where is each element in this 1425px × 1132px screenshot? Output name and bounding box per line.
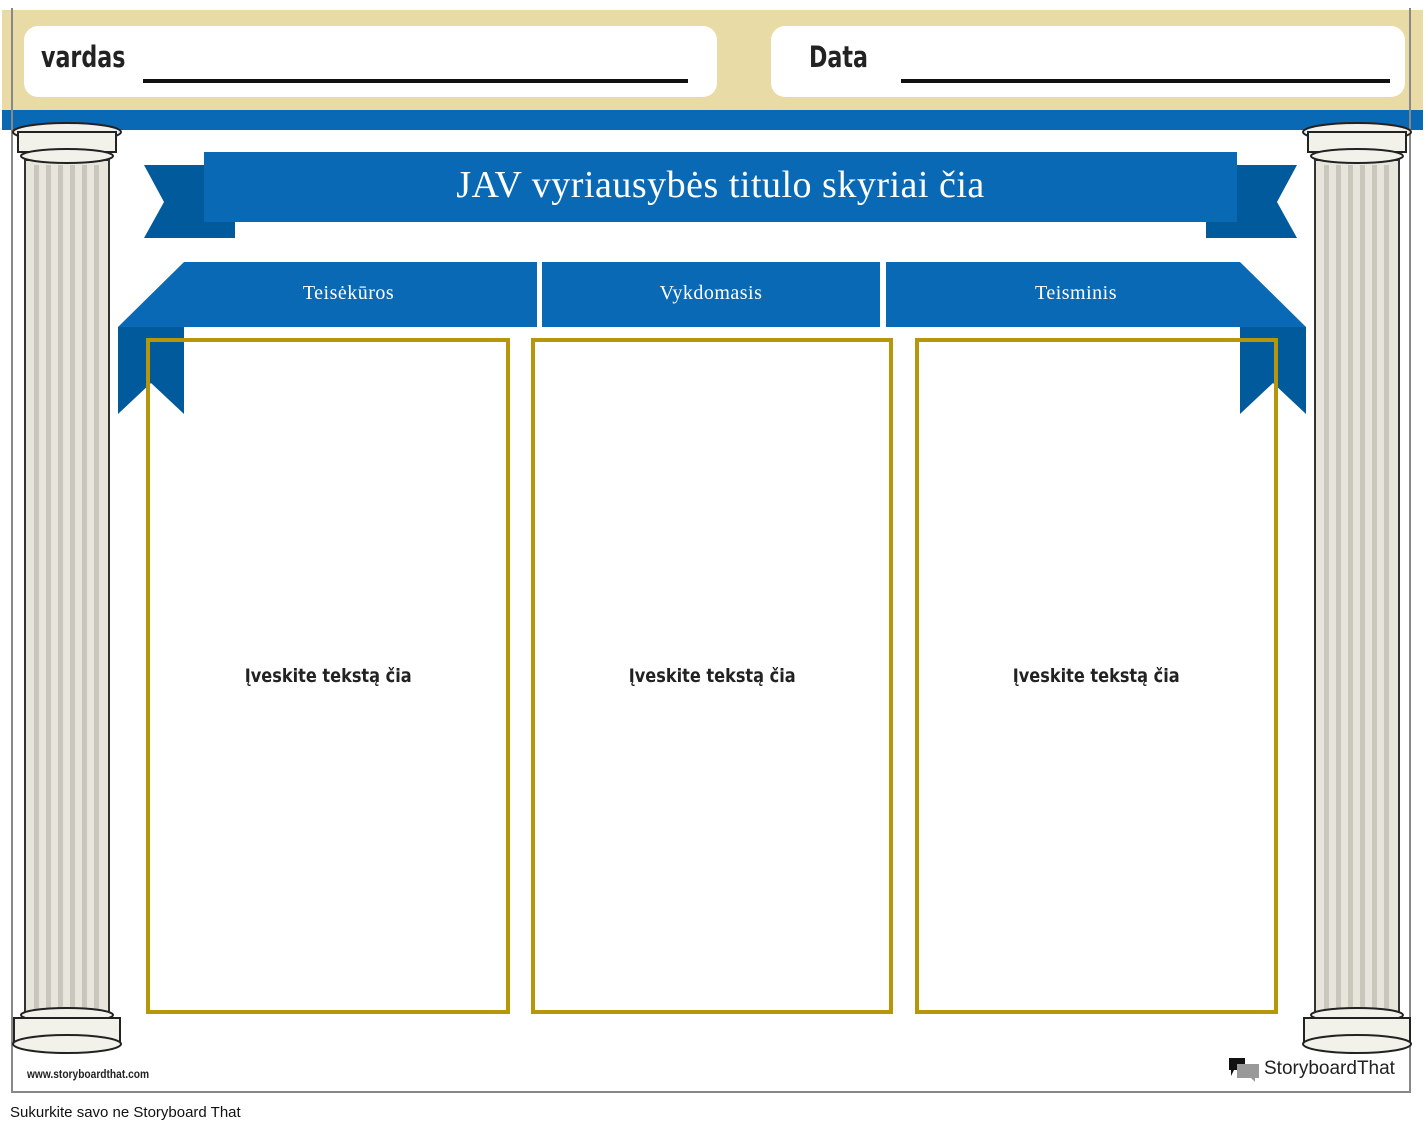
name-field[interactable]: vardas	[24, 26, 717, 97]
placeholder-text: Įveskite tekstą čia	[244, 665, 412, 687]
name-line	[143, 79, 688, 83]
column-heading-legislative: Teisėkūros	[302, 281, 395, 304]
logo-text: StoryboardThat	[1264, 1058, 1395, 1079]
storyboardthat-logo: StoryboardThat	[1227, 1056, 1395, 1082]
footer-caption[interactable]: Sukurkite savo ne Storyboard That	[10, 1104, 241, 1121]
text-box-legislative[interactable]: Įveskite tekstą čia	[146, 338, 510, 1014]
column-heading-judicial: Teisminis	[1035, 281, 1117, 304]
website-link[interactable]: www.storyboardthat.com	[27, 1067, 150, 1081]
date-label: Data	[809, 40, 868, 74]
blue-stripe	[2, 110, 1423, 130]
worksheet-frame	[11, 8, 1411, 1093]
worksheet-title: JAV vyriausybės titulo skyriai čia	[456, 164, 985, 206]
speech-bubbles-icon	[1229, 1058, 1259, 1082]
placeholder-text: Įveskite tekstą čia	[1013, 665, 1180, 687]
left-pillar-icon	[12, 122, 122, 1054]
ribbon-shapes	[118, 152, 1306, 414]
text-box-judicial[interactable]: Įveskite tekstą čia	[915, 338, 1278, 1014]
placeholder-text: Įveskite tekstą čia	[628, 665, 796, 687]
date-line	[901, 79, 1390, 83]
date-field[interactable]: Data	[771, 26, 1405, 97]
name-label: vardas	[41, 40, 126, 74]
right-pillar-icon	[1302, 122, 1412, 1054]
column-heading-executive: Vykdomasis	[659, 281, 763, 304]
text-box-executive[interactable]: Įveskite tekstą čia	[531, 338, 893, 1014]
